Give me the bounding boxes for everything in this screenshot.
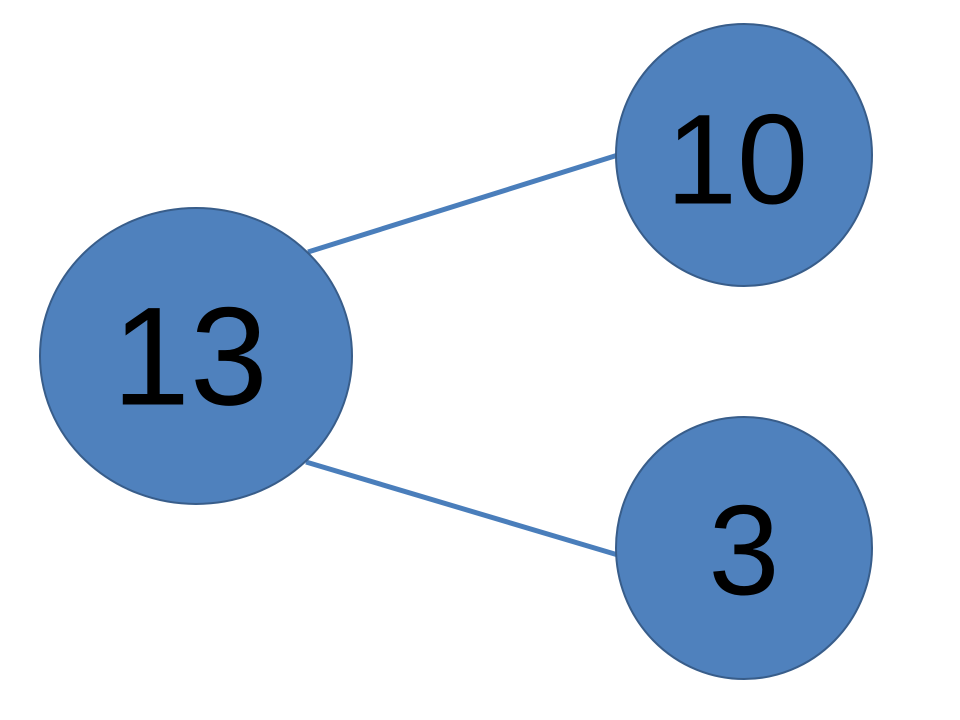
- edge-root-to-lower-child: [305, 459, 619, 558]
- node-lower-child: 3: [615, 416, 873, 680]
- edge-root-to-upper-child: [307, 152, 619, 255]
- node-upper-child-label: 10: [666, 89, 808, 232]
- node-root-label: 13: [112, 278, 268, 435]
- node-upper-child-circle: [615, 23, 873, 287]
- node-root: 13: [39, 207, 353, 505]
- node-lower-child-circle: [615, 416, 873, 680]
- node-root-circle: [39, 207, 353, 505]
- edges-layer: [305, 152, 619, 558]
- nodes-layer: 13 10 3: [39, 23, 873, 680]
- node-upper-child: 10: [615, 23, 873, 287]
- node-lower-child-label: 3: [708, 480, 779, 623]
